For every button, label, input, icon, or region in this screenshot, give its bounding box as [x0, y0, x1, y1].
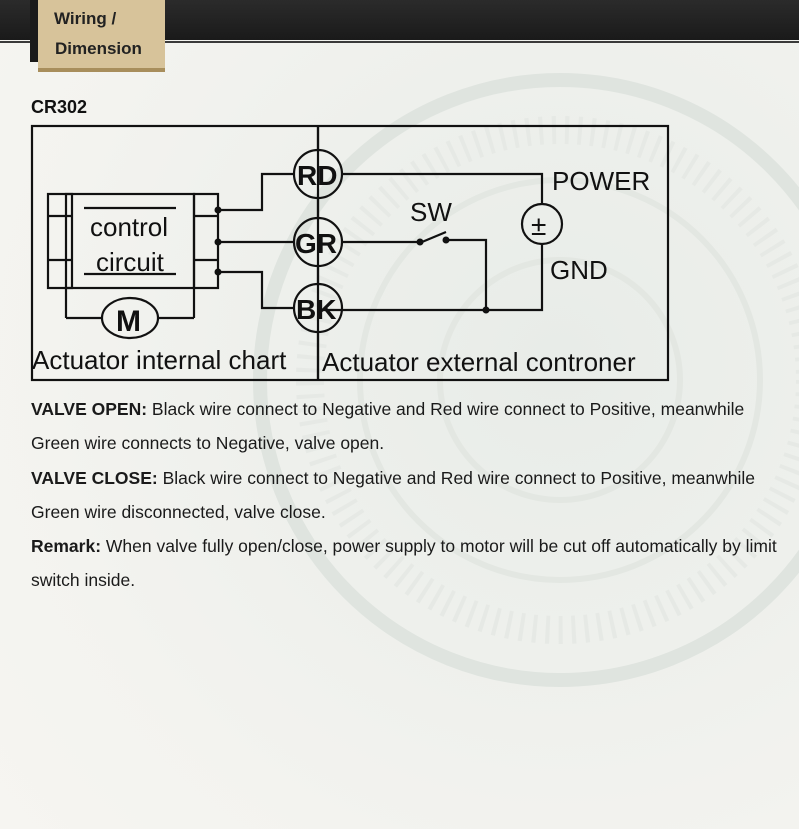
- terminal-rd-label: RD: [297, 160, 337, 191]
- terminal-bk-label: BK: [296, 294, 336, 325]
- valve-close-text: Black wire connect to Negative and Red w…: [31, 467, 755, 522]
- power-symbol: ±: [531, 210, 546, 241]
- valve-open-title: VALVE OPEN:: [31, 399, 148, 419]
- valve-close-title: VALVE CLOSE:: [31, 467, 158, 488]
- terminal-gr-label: GR: [295, 228, 337, 259]
- power-label: POWER: [552, 166, 650, 196]
- motor-symbol: [100, 296, 160, 340]
- valve-open-paragraph: VALVE OPEN: Black wire connect to Negati…: [31, 392, 781, 461]
- tab-title-line1: Wiring /: [54, 9, 117, 28]
- control-label: control: [90, 212, 168, 242]
- top-divider: [0, 41, 799, 43]
- switch-lever: [421, 230, 447, 244]
- switch-label: SW: [410, 197, 452, 227]
- gnd-label: GND: [550, 255, 608, 285]
- model-label: CR302: [31, 97, 88, 117]
- remark-title: Remark:: [31, 536, 102, 557]
- tab-accent: [30, 0, 38, 62]
- remark-text: When valve fully open/close, power suppl…: [31, 536, 777, 591]
- circuit-label: circuit: [96, 247, 165, 277]
- description-block: VALVE OPEN: Black wire connect to Negati…: [31, 392, 781, 598]
- internal-caption: Actuator internal chart: [32, 345, 287, 375]
- section-tab: Wiring / Dimension: [38, 0, 165, 72]
- remark-paragraph: Remark: When valve fully open/close, pow…: [31, 529, 781, 598]
- valve-open-text: Black wire connect to Negative and Red w…: [31, 399, 745, 454]
- tab-title-line2: Dimension: [55, 39, 142, 58]
- outer-frame: [30, 124, 670, 382]
- motor-label: M: [116, 305, 141, 338]
- external-caption: Actuator external controner: [322, 347, 636, 377]
- valve-close-paragraph: VALVE CLOSE: Black wire connect to Negat…: [31, 461, 781, 530]
